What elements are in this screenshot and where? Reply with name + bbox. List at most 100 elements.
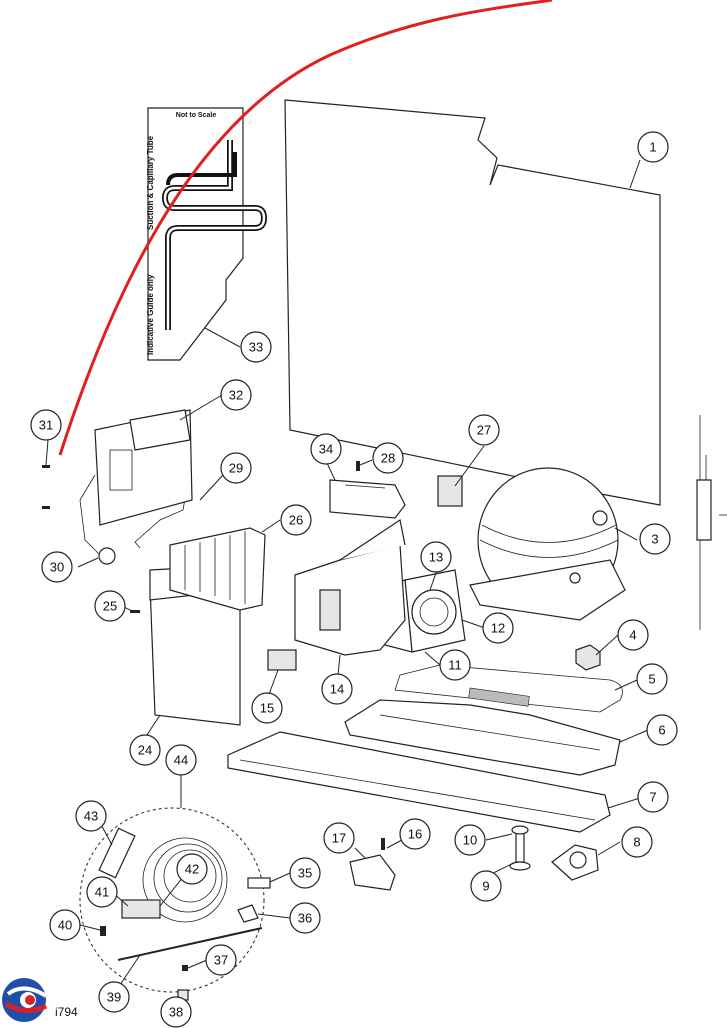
callout-number: 7 bbox=[649, 790, 656, 805]
callout-number: 16 bbox=[408, 827, 422, 842]
part-15-connector bbox=[267, 649, 297, 671]
callout-17: 17 bbox=[323, 822, 355, 854]
part-30-sensor bbox=[79, 474, 116, 565]
kit-44-boundary bbox=[79, 807, 265, 993]
callout-number: 8 bbox=[633, 835, 640, 850]
callout-30: 30 bbox=[41, 551, 73, 583]
drawing-code: i794 bbox=[55, 1005, 78, 1019]
callout-27: 27 bbox=[468, 414, 500, 446]
part-17-block bbox=[349, 854, 396, 891]
part-25-screw bbox=[130, 610, 140, 613]
callout-circle bbox=[280, 504, 312, 536]
part-7-base-plate bbox=[227, 731, 611, 833]
callout-number: 17 bbox=[332, 831, 346, 846]
callout-26: 26 bbox=[280, 504, 312, 536]
callout-circle bbox=[639, 523, 671, 555]
callout-36: 36 bbox=[289, 902, 321, 934]
callout-6: 6 bbox=[646, 714, 678, 746]
callout-5: 5 bbox=[636, 663, 668, 695]
part-14-bracket bbox=[294, 519, 406, 656]
callout-circle bbox=[420, 541, 452, 573]
callout-circle bbox=[165, 744, 197, 776]
callout-circle bbox=[94, 590, 126, 622]
callout-circle bbox=[637, 781, 669, 813]
callout-circle bbox=[160, 996, 192, 1028]
part-1-back-panel bbox=[284, 99, 661, 506]
part-32-thermostat bbox=[94, 409, 193, 526]
callout-number: 5 bbox=[648, 672, 655, 687]
callout-number: 33 bbox=[249, 340, 263, 355]
callout-number: 36 bbox=[298, 911, 312, 926]
callout-number: 32 bbox=[229, 388, 243, 403]
callout-circle bbox=[372, 442, 404, 474]
callout-15: 15 bbox=[251, 692, 283, 724]
callout-29: 29 bbox=[220, 452, 252, 484]
callout-number: 15 bbox=[260, 701, 274, 716]
part-5-loop bbox=[394, 664, 623, 713]
callout-circle bbox=[30, 409, 62, 441]
kit-44-contents bbox=[98, 827, 271, 1001]
callout-number: 9 bbox=[482, 879, 489, 894]
callout-number: 11 bbox=[448, 658, 462, 673]
callout-number: 39 bbox=[107, 990, 121, 1005]
callout-number: 14 bbox=[330, 682, 344, 697]
guide-scale-note: Not to Scale bbox=[176, 112, 217, 119]
guide-tube-label: Suction & Capillary Tube bbox=[146, 135, 155, 230]
callout-43: 43 bbox=[75, 800, 107, 832]
callout-number: 24 bbox=[138, 743, 152, 758]
callout-circle bbox=[289, 902, 321, 934]
callout-circle bbox=[636, 663, 668, 695]
part-34-housing bbox=[329, 479, 406, 519]
callout-42: 42 bbox=[176, 853, 208, 885]
callout-3: 3 bbox=[639, 523, 671, 555]
callout-24: 24 bbox=[129, 734, 161, 766]
callout-13: 13 bbox=[420, 541, 452, 573]
part-28-screw bbox=[356, 461, 360, 471]
callout-circle bbox=[617, 619, 649, 651]
callout-39: 39 bbox=[98, 981, 130, 1013]
callout-circle bbox=[482, 612, 514, 644]
callout-number: 12 bbox=[491, 621, 505, 636]
callout-circle bbox=[646, 714, 678, 746]
callout-number: 40 bbox=[58, 918, 72, 933]
part-31-screw-a bbox=[42, 465, 50, 468]
callout-9: 9 bbox=[470, 870, 502, 902]
part-6-tray bbox=[344, 687, 621, 776]
callout-number: 29 bbox=[229, 461, 243, 476]
callout-12: 12 bbox=[482, 612, 514, 644]
callout-circle bbox=[323, 822, 355, 854]
callout-number: 43 bbox=[84, 809, 98, 824]
callout-circle bbox=[399, 818, 431, 850]
callout-circle bbox=[240, 331, 272, 363]
callout-circle bbox=[129, 734, 161, 766]
callout-circle bbox=[454, 824, 486, 856]
right-edge-tube-detail bbox=[696, 415, 727, 630]
callout-number: 41 bbox=[95, 885, 109, 900]
callout-number: 13 bbox=[429, 550, 443, 565]
part-9-10-foot bbox=[509, 825, 531, 871]
callout-38: 38 bbox=[160, 996, 192, 1028]
guide-indicative-label: Indicative Guide only bbox=[146, 274, 155, 355]
callout-number: 34 bbox=[319, 442, 333, 457]
callout-circle bbox=[220, 452, 252, 484]
callout-group: 1345678910111213141516172425262728293031… bbox=[30, 131, 678, 1028]
callout-number: 31 bbox=[39, 418, 53, 433]
red-route-line bbox=[58, 0, 553, 456]
callout-circle bbox=[470, 870, 502, 902]
callout-number: 37 bbox=[214, 953, 228, 968]
callout-number: 42 bbox=[185, 862, 199, 877]
part-8-castor bbox=[551, 844, 599, 881]
part-26-condenser bbox=[169, 527, 266, 611]
callout-32: 32 bbox=[220, 379, 252, 411]
callout-circle bbox=[468, 414, 500, 446]
callout-31: 31 bbox=[30, 409, 62, 441]
brand-logo-icon bbox=[2, 978, 48, 1022]
callout-number: 3 bbox=[651, 532, 658, 547]
callout-circle bbox=[439, 649, 471, 681]
callout-41: 41 bbox=[86, 876, 118, 908]
callout-4: 4 bbox=[617, 619, 649, 651]
callout-number: 30 bbox=[50, 560, 64, 575]
callout-number: 26 bbox=[289, 513, 303, 528]
part-31-screw-b bbox=[42, 506, 50, 509]
